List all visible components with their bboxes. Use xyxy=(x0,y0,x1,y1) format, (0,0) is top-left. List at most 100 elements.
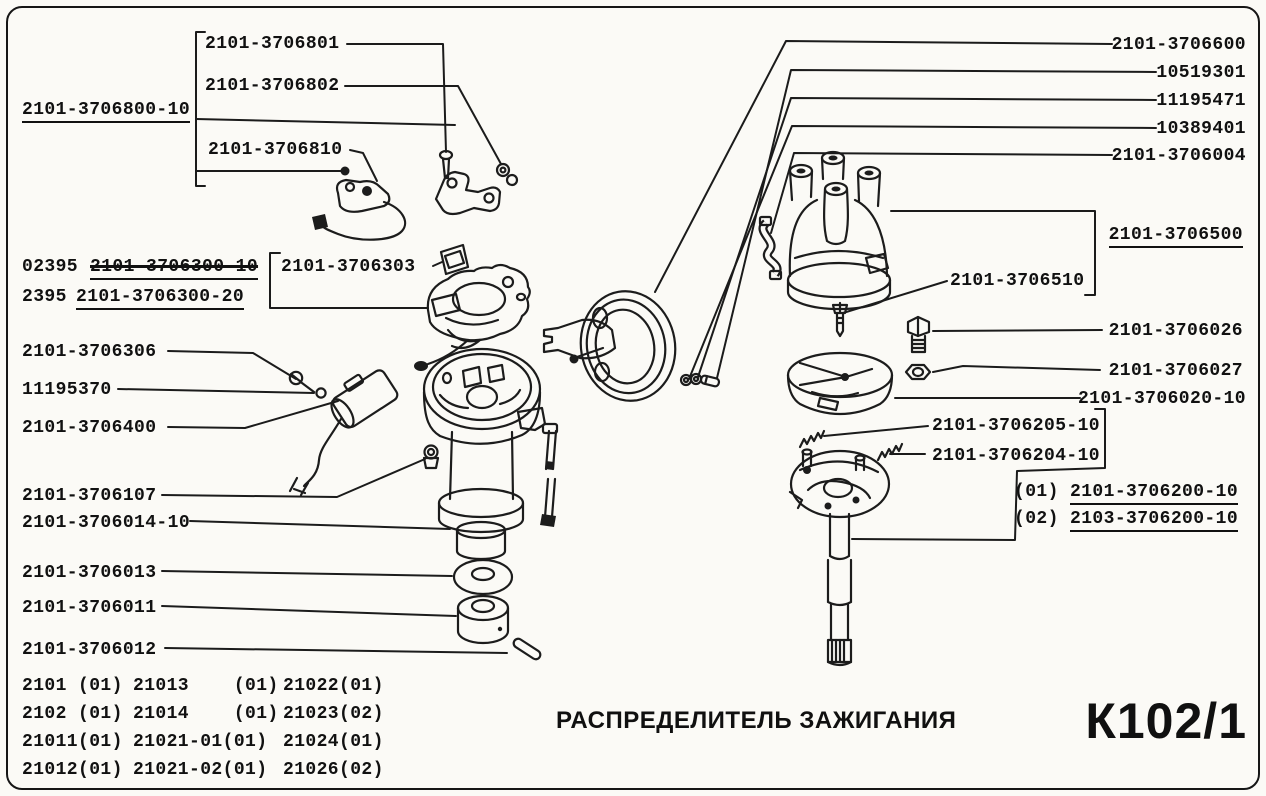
bracket-3706500-group xyxy=(890,210,1096,296)
part-number: 2101-3706027 xyxy=(1108,361,1243,381)
leader-3706027 xyxy=(932,365,1101,373)
part-label-3706200-10: (01) 2101-3706200-10 xyxy=(1014,481,1239,505)
leader-3706802 xyxy=(344,85,502,165)
part-number: 2101-3706014-10 xyxy=(22,513,191,533)
thrust-washer xyxy=(452,558,514,596)
part-number: 11195370 xyxy=(22,380,112,400)
part-label-code-02395: 02395 xyxy=(22,256,78,278)
contact-breaker-assembly xyxy=(312,178,407,241)
part-number: 2101-3706802 xyxy=(205,76,340,96)
leader-3706801 xyxy=(346,43,447,153)
part-label-3706011: 2101-3706011 xyxy=(22,597,156,619)
cap-tower-left xyxy=(788,163,814,202)
points-holder-bracket xyxy=(434,170,502,216)
part-label-3706510: 2101-3706510 xyxy=(950,270,1084,292)
part-number: 2101-3706400 xyxy=(22,418,157,438)
part-number: 2101-3706600 xyxy=(1111,35,1246,55)
part-label-3706400: 2101-3706400 xyxy=(22,417,156,439)
applicability-cell-r2-c2: 21024(01) xyxy=(283,732,384,752)
part-label-3706306: 2101-3706306 xyxy=(22,341,156,363)
part-label-3706205-10: 2101-3706205-10 xyxy=(932,415,1100,437)
part-label-3706600: 2101-3706600 xyxy=(1112,34,1246,56)
part-number: 2101-3706204-10 xyxy=(931,446,1100,466)
part-number: 2101-3706306 xyxy=(22,342,157,362)
leader-3706011 xyxy=(161,605,457,617)
terminal-screw-b xyxy=(495,162,519,187)
cap-screw xyxy=(831,301,849,338)
leader-11195471 xyxy=(697,97,1157,378)
advance-spring-b xyxy=(876,442,904,462)
part-number: 2101-3706810 xyxy=(208,140,343,160)
link-pin xyxy=(699,374,721,388)
bracket-3706200-group xyxy=(851,408,1106,541)
leader-3706600 xyxy=(654,40,1113,293)
part-number: 11195471 xyxy=(1156,91,1246,111)
leader-3706012 xyxy=(164,647,508,654)
leader-3706004 xyxy=(770,152,1113,234)
link-washer-b xyxy=(689,372,703,386)
part-number: 2101-3706801 xyxy=(205,34,340,54)
leader-3706303 xyxy=(432,261,443,267)
condenser-screw xyxy=(288,370,316,394)
distributor-housing xyxy=(422,347,547,561)
collar-pin xyxy=(512,637,542,661)
part-label-3706810: 2101-3706810 xyxy=(208,139,342,161)
part-label-3706013: 2101-3706013 xyxy=(22,562,156,584)
applicability-cell-r1-c0: 2102 (01) xyxy=(22,704,123,724)
insulator-pad xyxy=(439,243,470,276)
part-label-3706014-10: 2101-3706014-10 xyxy=(22,512,190,534)
variant-prefix: (02) xyxy=(1014,509,1071,529)
part-label-3706020-10: 2101-3706020-10 xyxy=(1078,388,1246,410)
leader-3706306 xyxy=(167,350,297,380)
link-rod xyxy=(540,422,559,527)
part-number: 02395 xyxy=(22,257,79,277)
applicability-cell-r0-c2: 21022(01) xyxy=(283,676,384,696)
cap-tower-right xyxy=(856,165,882,208)
link-washer-a xyxy=(679,373,693,387)
part-label-3706026: 2101-3706026 xyxy=(1109,320,1243,342)
part-label-3706303: 2101-3706303 xyxy=(281,256,415,278)
leader-3706026 xyxy=(932,329,1103,332)
bracket-3706300-group xyxy=(269,252,429,309)
condenser xyxy=(288,369,399,497)
leader-3706013 xyxy=(161,570,453,577)
part-number: 2101-3706020-10 xyxy=(1077,389,1246,409)
applicability-cell-r0-c1: 21013 (01) xyxy=(133,676,279,696)
part-number: 2101-3706300-20 xyxy=(76,287,245,310)
part-number: 2103-3706200-10 xyxy=(1070,509,1239,532)
part-label-2103-3706200-10: (02) 2103-3706200-10 xyxy=(1014,508,1239,532)
part-number: 2101-3706510 xyxy=(950,271,1085,291)
sheet-title: РАСПРЕДЕЛИТЕЛЬ ЗАЖИГАНИЯ xyxy=(556,707,957,734)
rotor xyxy=(786,351,894,416)
leader-10519301 xyxy=(716,69,1157,379)
cap-tower-back xyxy=(820,150,846,181)
part-label-10389401: 10389401 xyxy=(1156,118,1246,140)
applicability-cell-r1-c1: 21014 (01) xyxy=(133,704,279,724)
leader-lines xyxy=(117,31,1157,654)
part-number: 2101-3706205-10 xyxy=(931,416,1100,436)
part-number: 2395 xyxy=(22,287,67,307)
oiler-clamp xyxy=(422,444,440,470)
part-number: 2101-3706013 xyxy=(22,563,157,583)
part-label-3706027: 2101-3706027 xyxy=(1109,360,1243,382)
applicability-cell-r3-c2: 21026(02) xyxy=(283,760,384,780)
bracket-3706800-group xyxy=(195,31,206,187)
leader-3706810 xyxy=(349,149,378,182)
part-number: 2101-3706500 xyxy=(1108,225,1243,248)
part-label-3706300-10: 2101-3706300-10 xyxy=(90,256,259,280)
cap-spring-clip xyxy=(758,215,783,281)
part-number: 2101-3706026 xyxy=(1108,321,1243,341)
applicability-cell-r2-c0: 21011(01) xyxy=(22,732,123,752)
cap-tower-front xyxy=(823,181,849,246)
part-label-3706004: 2101-3706004 xyxy=(1112,145,1246,167)
part-label-3706800-10: 2101-3706800-10 xyxy=(22,99,191,123)
part-label-3706012: 2101-3706012 xyxy=(22,639,156,661)
drive-collar xyxy=(456,594,510,645)
leader-3706107 xyxy=(161,458,426,498)
part-number: 10519301 xyxy=(1156,63,1246,83)
leader-11195370 xyxy=(117,388,315,394)
part-label-3706300-20: 2101-3706300-20 xyxy=(76,286,245,310)
part-number: 2101-3706800-10 xyxy=(22,100,191,123)
applicability-cell-r1-c2: 21023(02) xyxy=(283,704,384,724)
points-screw-head xyxy=(340,166,350,176)
